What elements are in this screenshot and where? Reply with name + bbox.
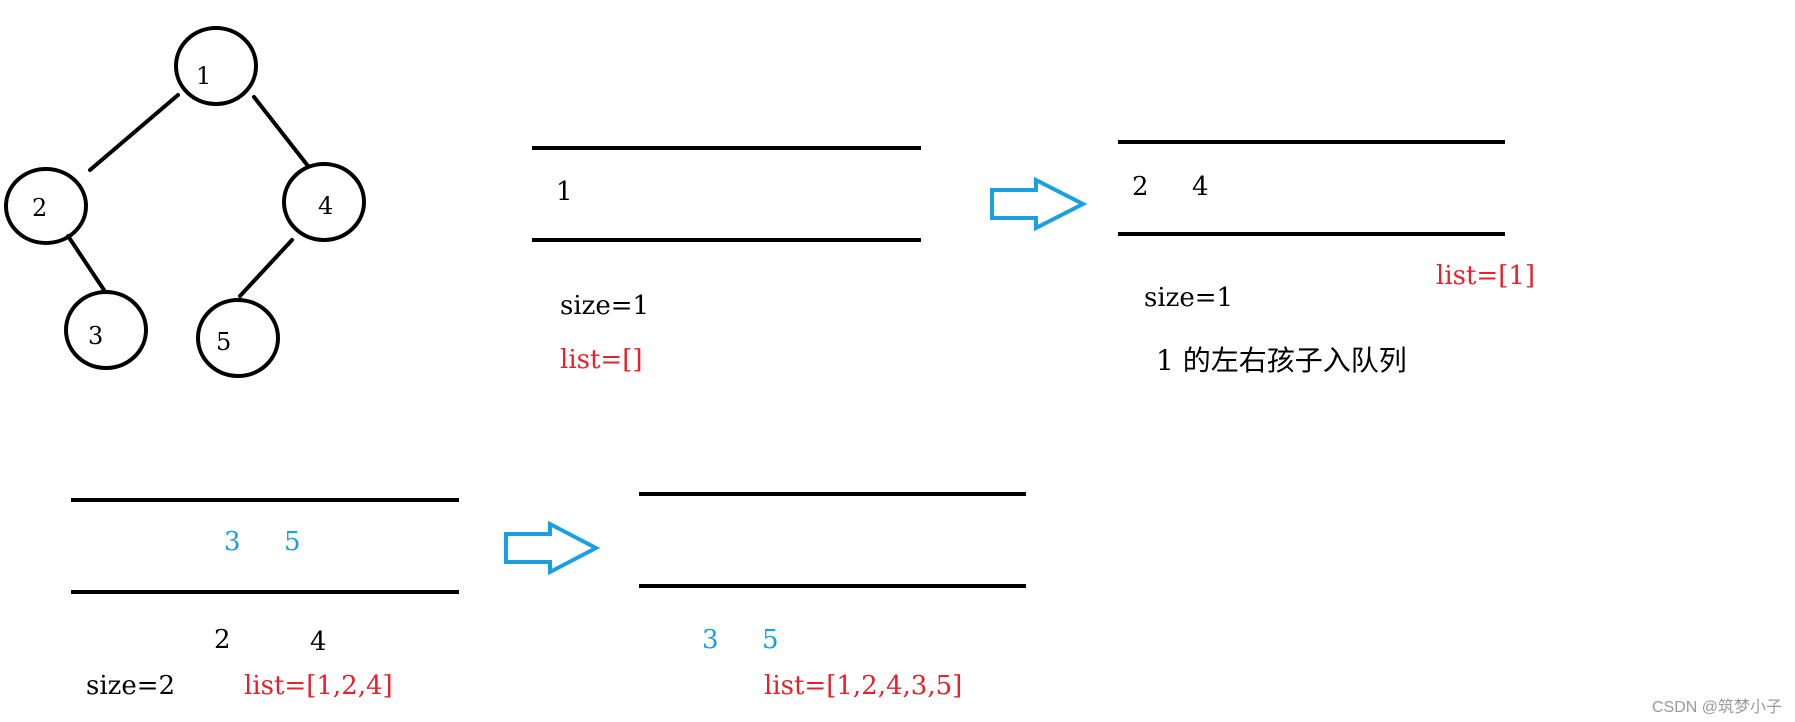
tree-node-label-4: 4 bbox=[318, 192, 333, 220]
edge-4-5 bbox=[238, 238, 294, 298]
edge-2-3 bbox=[66, 234, 106, 292]
step3-list: list=[1,2,4] bbox=[244, 671, 393, 701]
watermark: CSDN @筑梦小子 bbox=[1652, 698, 1782, 716]
step3-queue bbox=[71, 498, 459, 594]
tree-node-labels: 1 2 4 3 5 bbox=[32, 62, 333, 356]
tree-node-label-3: 3 bbox=[88, 322, 103, 350]
step3-queue-item-a: 3 bbox=[224, 527, 241, 557]
tree-node-5 bbox=[196, 298, 280, 378]
tree-node-4 bbox=[282, 162, 366, 242]
step1-list: list=[] bbox=[560, 345, 643, 375]
tree-nodes bbox=[4, 26, 366, 378]
tree-node-label-5: 5 bbox=[216, 328, 231, 356]
step1-queue bbox=[532, 146, 921, 242]
edge-1-4 bbox=[252, 95, 310, 168]
step1-queue-item: 1 bbox=[556, 177, 573, 207]
tree-edges bbox=[66, 93, 310, 298]
step2-queue bbox=[1118, 140, 1505, 236]
step2-list: list=[1] bbox=[1436, 261, 1535, 291]
step2-note: 1 的左右孩子入队列 bbox=[1156, 344, 1407, 377]
step4-below-a: 3 bbox=[702, 625, 719, 655]
step3-queue-item-b: 5 bbox=[284, 527, 301, 557]
step3-size: size=2 bbox=[86, 671, 175, 701]
step3-below-b: 4 bbox=[310, 627, 327, 657]
tree-node-label-1: 1 bbox=[196, 62, 211, 90]
step1-size: size=1 bbox=[560, 291, 649, 321]
step2-size: size=1 bbox=[1144, 283, 1233, 313]
tree-node-3 bbox=[64, 290, 148, 370]
tree-node-1 bbox=[174, 26, 258, 106]
step4-queue bbox=[639, 492, 1026, 588]
step3-below-a: 2 bbox=[214, 625, 231, 655]
tree-node-label-2: 2 bbox=[32, 194, 47, 222]
right-arrow-icon-2 bbox=[504, 520, 601, 576]
tree-node-2 bbox=[4, 167, 88, 245]
step2-queue-item-a: 2 bbox=[1132, 172, 1149, 202]
step4-below-b: 5 bbox=[762, 625, 779, 655]
edge-1-2 bbox=[88, 93, 180, 172]
step2-queue-item-b: 4 bbox=[1192, 172, 1209, 202]
step4-list: list=[1,2,4,3,5] bbox=[764, 671, 962, 701]
right-arrow-icon bbox=[990, 176, 1088, 232]
